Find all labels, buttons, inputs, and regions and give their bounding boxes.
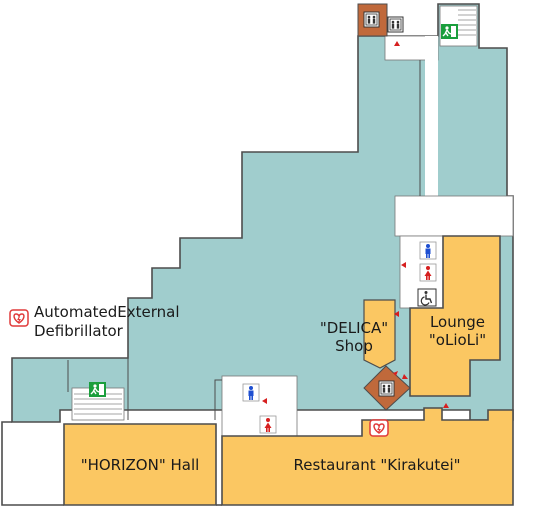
delica-label-line2: Shop [335, 337, 373, 355]
restaurant-kirakutei[interactable] [221, 407, 514, 506]
horizon-hall-label: "HORIZON" Hall [80, 456, 200, 474]
outer-walls [1, 421, 222, 506]
aed-icon [369, 419, 389, 437]
legend-aed-line1: AutomatedExternal [34, 303, 180, 321]
delica-label: "DELICA" Shop [308, 319, 400, 355]
emergency-exit-icon [88, 381, 107, 398]
female-restroom-icon [259, 415, 277, 434]
lounge-label-line1: Lounge [429, 313, 486, 331]
legend-aed-label: AutomatedExternal Defibrillator [34, 303, 180, 341]
male-restroom-icon [242, 383, 260, 402]
corridor-vertical [425, 36, 438, 196]
restaurant-label: Restaurant "Kirakutei" [293, 456, 461, 474]
elevator-icon [387, 16, 404, 33]
east-corridor [394, 195, 514, 237]
lounge-label-line2: "oLioLi" [428, 331, 487, 349]
lounge-label: Lounge "oLioLi" [410, 313, 505, 349]
male-restroom-icon [419, 241, 437, 260]
entrance-arrow-icon [262, 41, 449, 408]
elevator-icon [378, 380, 395, 397]
stair-north-steps [458, 9, 476, 36]
legend-aed-line2: Defibrillator [34, 322, 123, 340]
restroom-block-south [221, 375, 298, 437]
stair-west-steps [74, 393, 122, 415]
emergency-exit-icon [440, 23, 459, 40]
wheelchair-icon [417, 288, 437, 307]
delica-shop[interactable] [363, 299, 396, 369]
elevator-icon [363, 11, 380, 28]
delica-label-line1: "DELICA" [319, 319, 389, 337]
lounge-olioli[interactable] [409, 235, 501, 397]
female-restroom-icon [419, 263, 437, 282]
aed-icon [9, 309, 29, 327]
